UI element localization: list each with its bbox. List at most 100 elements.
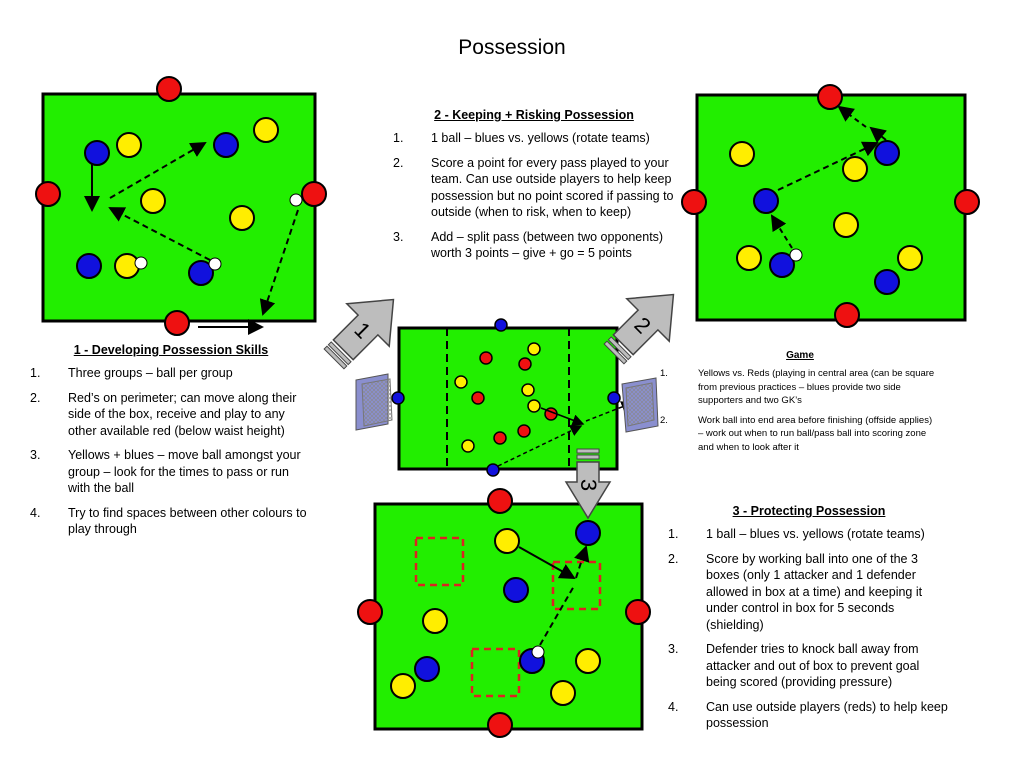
pitch-3 [357, 488, 651, 738]
progression-arrow-1: 1 [323, 298, 395, 370]
progression-arrow-3: 3 [564, 448, 612, 520]
list-item: 3. Yellows + blues – move ball amongst yo… [30, 447, 312, 497]
list-number: 2. [30, 390, 41, 405]
list-text: Yellows vs. Reds (playing in central are… [698, 368, 935, 406]
block-developing-possession: 1 - Developing Possession Skills 1.Three… [30, 343, 312, 546]
yellow-player [736, 245, 762, 271]
yellow-player [842, 156, 868, 182]
yellow-player [116, 132, 142, 158]
red-player [625, 599, 651, 625]
list-item: 3. Defender tries to knock ball away from… [668, 641, 950, 691]
blue-player [769, 252, 795, 278]
list-item: 1.Three groups – ball per group [30, 365, 312, 382]
list-text: Try to find spaces between other colours… [68, 505, 307, 537]
list-text: Add – split pass (between two opponents)… [431, 229, 664, 261]
yellow-player [494, 528, 520, 554]
pass-arrow [108, 207, 211, 261]
list-item: 3. Add – split pass (between two opponent… [393, 229, 675, 262]
instruction-list: 1.1 ball – blues vs. yellows (rotate tea… [393, 130, 675, 262]
yellow-player [461, 439, 475, 453]
ball-icon [531, 645, 545, 659]
list-number: 2. [393, 155, 404, 170]
red-player [681, 189, 707, 215]
pass-arrow [770, 214, 793, 249]
list-number: 4. [668, 699, 679, 714]
list-number: 1. [668, 527, 679, 541]
progression-arrow-2: 2 [603, 293, 675, 365]
list-text: Score by working ball into one of the 3 … [706, 551, 923, 632]
list-item: 4.Try to find spaces between other colou… [30, 505, 312, 538]
list-item: 2.Score by working ball into one of the … [668, 551, 950, 634]
red-player [156, 76, 182, 102]
list-number: 2. [660, 414, 668, 426]
red-player [35, 181, 61, 207]
yellow-player [253, 117, 279, 143]
pitch-2 [681, 84, 980, 328]
list-number: 3. [668, 642, 679, 656]
blue-player [213, 132, 239, 158]
red-player [301, 181, 327, 207]
red-player [834, 302, 860, 328]
pitch-2-area [695, 93, 967, 322]
list-text: 1 ball – blues vs. yellows (rotate teams… [706, 527, 925, 541]
list-item: 1.Yellows vs. Reds (playing in central a… [660, 367, 940, 408]
red-player [471, 391, 485, 405]
yellow-player [833, 212, 859, 238]
yellow-player [140, 188, 166, 214]
block-keeping-risking-possession: 2 - Keeping + Risking Possession 1.1 bal… [393, 108, 675, 270]
yellow-player [729, 141, 755, 167]
blue-player [486, 463, 500, 477]
pitch-game [355, 318, 659, 477]
blue-player [391, 391, 405, 405]
list-item: 4. Can use outside players (reds) to help… [668, 699, 950, 732]
block-heading: 1 - Developing Possession Skills [73, 343, 269, 357]
list-text: Defender tries to knock ball away from a… [706, 642, 920, 689]
red-player [817, 84, 843, 110]
list-text: Red’s on perimeter; can move along their… [68, 390, 297, 438]
pitch-game-area [397, 326, 619, 471]
yellow-player [897, 245, 923, 271]
blue-player [575, 520, 601, 546]
yellow-player [527, 342, 541, 356]
blue-player [84, 140, 110, 166]
blue-player [494, 318, 508, 332]
blue-player [414, 656, 440, 682]
list-item: 2. Score a point for every pass played to… [393, 155, 675, 221]
run-arrow [518, 546, 576, 579]
yellow-player [422, 608, 448, 634]
blue-player [753, 188, 779, 214]
yellow-player [521, 383, 535, 397]
yellow-player [229, 205, 255, 231]
red-player [487, 712, 513, 738]
list-text: Can use outside players (reds) to help k… [706, 699, 948, 731]
list-text: Yellows + blues – move ball amongst your… [68, 448, 301, 495]
yellow-player [454, 375, 468, 389]
pitch-1 [35, 76, 327, 336]
block-heading: 3 - Protecting Possession [732, 504, 886, 518]
arrow-label: 3 [576, 479, 601, 491]
ball-icon [289, 193, 303, 207]
red-player [518, 357, 532, 371]
list-text: Score a point for every pass played to y… [431, 155, 674, 220]
list-number: 3. [393, 229, 404, 244]
run-arrow [540, 407, 585, 426]
block-protecting-possession: 3 - Protecting Possession 1. 1 ball – blu… [668, 504, 950, 740]
red-player [487, 488, 513, 514]
run-arrow [869, 126, 887, 143]
red-player [517, 424, 531, 438]
red-player [479, 351, 493, 365]
blue-player [503, 577, 529, 603]
block-heading: Game [786, 350, 814, 361]
list-item: 2.Work ball into end area before finishi… [660, 414, 940, 455]
list-number: 3. [30, 448, 41, 462]
red-player [954, 189, 980, 215]
list-text: Three groups – ball per group [68, 366, 233, 380]
pass-arrow [574, 545, 590, 579]
ball-icon [789, 248, 803, 262]
block-heading: 2 - Keeping + Risking Possession [434, 108, 634, 122]
shot-arrow [585, 401, 634, 422]
instruction-list: 1.Yellows vs. Reds (playing in central a… [660, 367, 940, 454]
yellow-player [390, 673, 416, 699]
list-number: 1. [393, 131, 404, 145]
